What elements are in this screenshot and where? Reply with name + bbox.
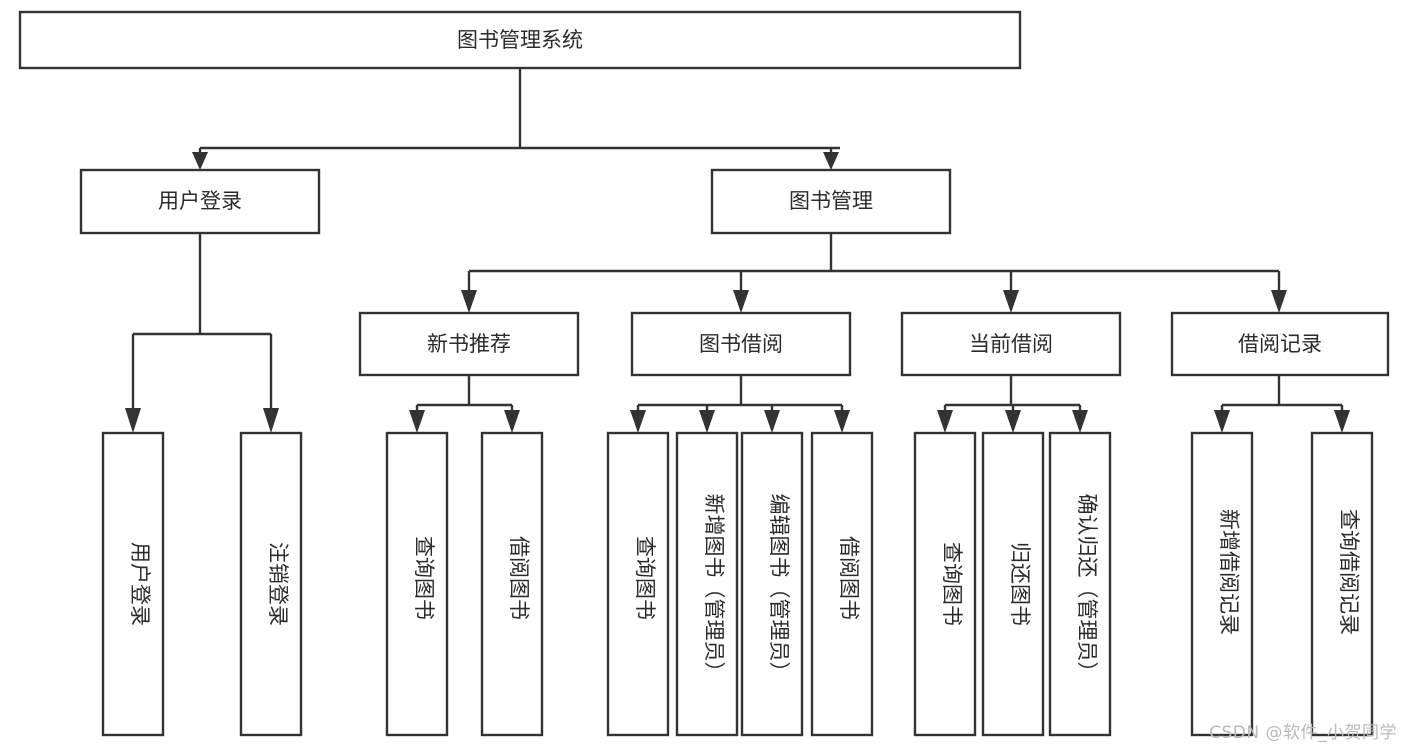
node-leaf-confirm-return-label: 确认归还（管理员） (1075, 494, 1099, 683)
node-leaf-add-record-label: 新增借阅记录 (1217, 509, 1241, 635)
node-borrow-record-box[interactable] (1170, 311, 1390, 377)
node-book-borrow-label: 图书借阅 (699, 332, 783, 356)
arrowhead-book-manage (823, 152, 839, 170)
arrowhead-leaf-query-record (1334, 410, 1350, 433)
node-borrow-record[interactable]: 借阅记录 (1170, 311, 1390, 377)
node-leaf-query-book-cur-label: 查询图书 (940, 542, 964, 626)
arrowhead-leaf-query-book-cur (937, 410, 953, 433)
arrowhead-leaf-borrow-book (834, 410, 850, 433)
node-new-book-rec-label: 新书推荐 (427, 332, 511, 356)
node-leaf-add-record-box[interactable] (1190, 431, 1254, 737)
node-leaf-return-book[interactable]: 归还图书 (981, 431, 1045, 737)
arrowhead-leaf-user-logout (263, 408, 279, 433)
node-leaf-borrow-book-label: 借阅图书 (837, 536, 861, 620)
node-leaf-add-record[interactable]: 新增借阅记录 (1190, 431, 1254, 737)
node-new-book-rec[interactable]: 新书推荐 (358, 311, 580, 377)
arrowhead-user-login (192, 152, 208, 170)
arrowhead-borrow-record (1271, 290, 1287, 313)
arrowhead-leaf-query-book-borrow (630, 410, 646, 433)
node-leaf-borrow-book-rec[interactable]: 借阅图书 (480, 431, 544, 737)
node-leaf-borrow-book[interactable]: 借阅图书 (810, 431, 874, 737)
arrowhead-leaf-borrow-book-rec (504, 410, 520, 433)
node-root-box[interactable] (18, 10, 1022, 70)
node-leaf-query-record-label: 查询借阅记录 (1337, 509, 1361, 635)
arrowhead-book-borrow (733, 290, 749, 313)
arrowhead-leaf-return-book (1005, 410, 1021, 433)
node-leaf-user-login-box[interactable] (101, 431, 165, 737)
node-leaf-query-record-box[interactable] (1310, 431, 1374, 737)
node-leaf-borrow-book-box[interactable] (810, 431, 874, 737)
node-book-manage[interactable]: 图书管理 (710, 168, 952, 235)
node-leaf-query-book-borrow-box[interactable] (606, 431, 670, 737)
node-current-borrow-label: 当前借阅 (969, 332, 1053, 356)
node-book-borrow-box[interactable] (630, 311, 852, 377)
node-leaf-confirm-return-box[interactable] (1048, 431, 1112, 737)
arrowhead-leaf-edit-book (764, 410, 780, 433)
node-leaf-add-book[interactable]: 新增图书（管理员） (675, 431, 739, 737)
node-leaf-user-logout-label: 注销登录 (266, 542, 290, 626)
arrowhead-leaf-add-record (1214, 410, 1230, 433)
node-leaf-query-record[interactable]: 查询借阅记录 (1310, 431, 1374, 737)
node-leaf-query-book-rec[interactable]: 查询图书 (385, 431, 449, 737)
node-leaf-confirm-return[interactable]: 确认归还（管理员） (1048, 431, 1112, 737)
node-current-borrow[interactable]: 当前借阅 (900, 311, 1122, 377)
node-current-borrow-box[interactable] (900, 311, 1122, 377)
arrowhead-leaf-query-book-rec (409, 410, 425, 433)
node-leaf-borrow-book-rec-label: 借阅图书 (507, 536, 531, 620)
node-leaf-query-book-rec-box[interactable] (385, 431, 449, 737)
node-leaf-edit-book-box[interactable] (740, 431, 804, 737)
node-leaf-user-logout[interactable]: 注销登录 (239, 431, 303, 737)
node-book-borrow[interactable]: 图书借阅 (630, 311, 852, 377)
node-leaf-query-book-cur-box[interactable] (913, 431, 977, 737)
node-leaf-query-book-rec-label: 查询图书 (412, 536, 436, 620)
node-root-label: 图书管理系统 (457, 28, 583, 52)
node-leaf-user-logout-box[interactable] (239, 431, 303, 737)
node-new-book-rec-box[interactable] (358, 311, 580, 377)
node-leaf-add-book-label: 新增图书（管理员） (702, 494, 726, 683)
csdn-watermark: CSDN @软件_小贺同学 (1209, 723, 1397, 743)
node-leaf-borrow-book-rec-box[interactable] (480, 431, 544, 737)
arrowhead-current-borrow (1003, 290, 1019, 313)
node-leaf-return-book-label: 归还图书 (1008, 542, 1032, 626)
arrowhead-leaf-user-login (125, 408, 141, 433)
node-book-manage-label: 图书管理 (789, 189, 873, 213)
node-leaf-user-login-label: 用户登录 (128, 542, 152, 626)
node-user-login[interactable]: 用户登录 (79, 168, 321, 235)
node-borrow-record-label: 借阅记录 (1238, 332, 1322, 356)
node-leaf-return-book-box[interactable] (981, 431, 1045, 737)
node-leaf-query-book-cur[interactable]: 查询图书 (913, 431, 977, 737)
connector-layer (125, 68, 1350, 433)
arrowhead-leaf-add-book (699, 410, 715, 433)
node-leaf-add-book-box[interactable] (675, 431, 739, 737)
node-root[interactable]: 图书管理系统 (18, 10, 1022, 70)
node-user-login-label: 用户登录 (158, 189, 242, 213)
arrowhead-leaf-confirm-return (1072, 410, 1088, 433)
node-leaf-user-login[interactable]: 用户登录 (101, 431, 165, 737)
arrowhead-new-book-rec (461, 290, 477, 313)
node-leaf-query-book-borrow-label: 查询图书 (633, 536, 657, 620)
node-user-login-box[interactable] (79, 168, 321, 235)
node-leaf-query-book-borrow[interactable]: 查询图书 (606, 431, 670, 737)
node-leaf-edit-book-label: 编辑图书（管理员） (767, 494, 791, 683)
node-book-manage-box[interactable] (710, 168, 952, 235)
node-leaf-edit-book[interactable]: 编辑图书（管理员） (740, 431, 804, 737)
